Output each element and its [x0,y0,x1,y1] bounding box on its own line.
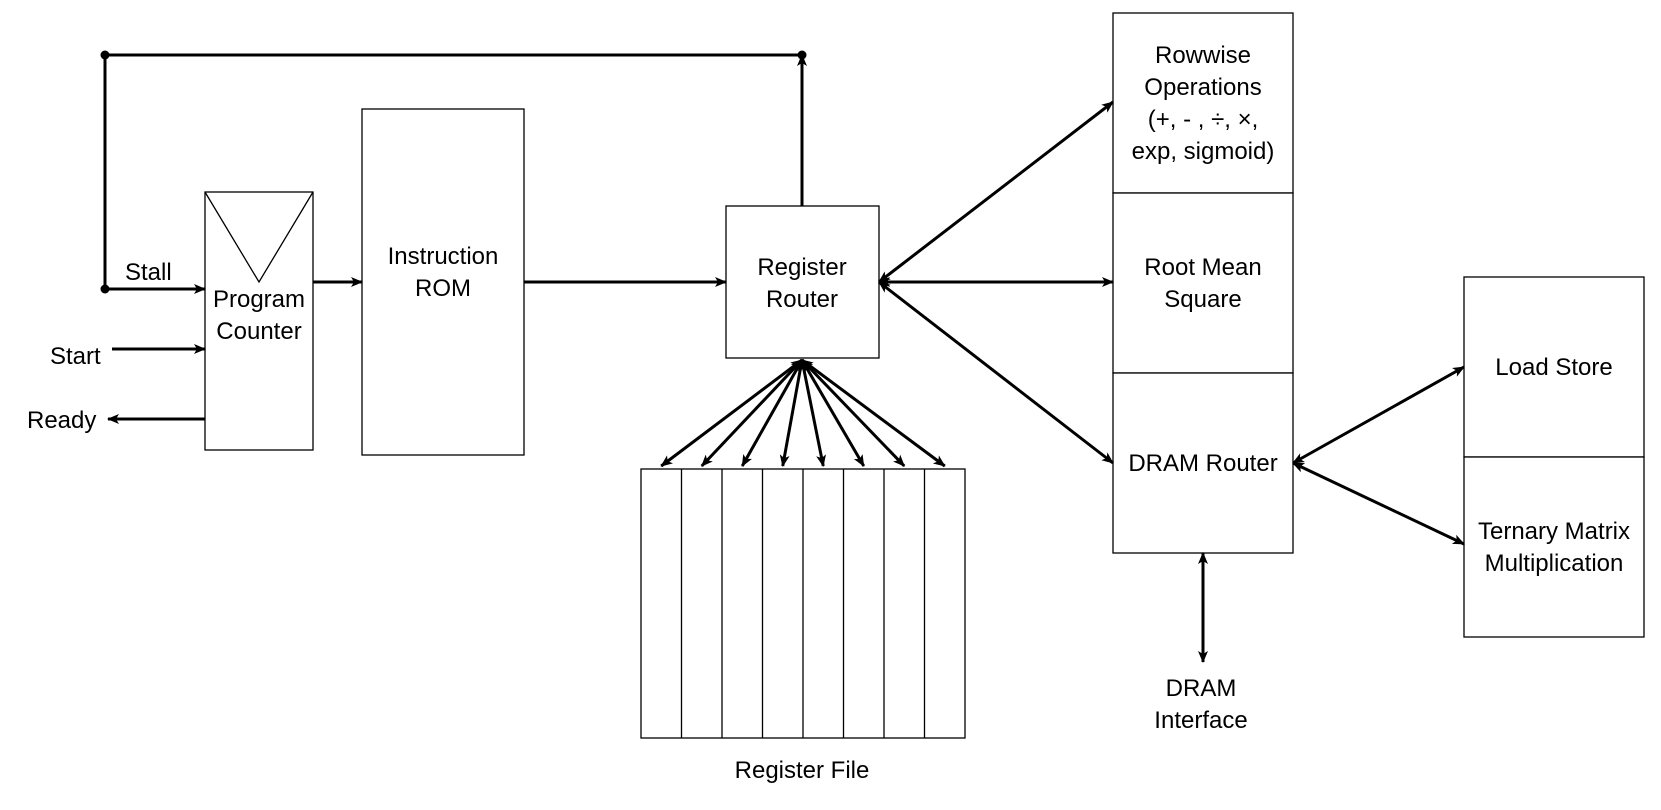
program-counter-block: Program Counter [204,191,314,451]
router-to-units-arrows [878,100,1114,465]
ternary-matrix-label-1: Ternary Matrix [1478,518,1630,545]
register-file-block: Register File [640,468,966,784]
rowwise-operations-label-2: Operations [1144,74,1261,101]
dram-load-store-arrow [1292,365,1465,465]
register-router-label-1: Register [757,254,846,281]
root-mean-square-box [1112,192,1294,374]
register-router-label-2: Router [766,286,838,313]
root-mean-square-label-1: Root Mean [1144,254,1261,281]
dram-interface-label-2: Interface [1154,707,1247,734]
rowwise-operations-box [1112,12,1294,194]
router-rowwise-arrow [878,100,1114,284]
root-mean-square-label-2: Square [1164,286,1241,313]
program-counter-box [204,191,314,451]
dram-interface-label-1: DRAM [1166,675,1237,702]
router-to-register-file-arrows [660,358,946,468]
dram-interface-label-group: DRAM Interface [1154,675,1247,734]
execution-units-column: Rowwise Operations (+, - , ÷, ×, exp, si… [1112,12,1294,554]
instruction-rom-block: Instruction ROM [361,108,525,456]
register-router-box [725,205,880,359]
stall-feedback-loop [100,50,807,294]
register-file-label: Register File [735,757,870,784]
dram-router-to-memory-arrows [1292,365,1465,546]
router-register-arrow [801,358,946,468]
junction-dot [797,50,807,60]
router-register-arrow [779,359,805,467]
ternary-matrix-label-2: Multiplication [1485,550,1624,577]
register-router-block: Register Router [725,205,880,359]
memory-units-column: Load Store Ternary Matrix Multiplication [1463,276,1645,638]
rowwise-operations-label-4: exp, sigmoid) [1132,138,1275,165]
load-store-label: Load Store [1495,354,1612,381]
register-file-cell-dividers [680,469,926,738]
ternary-matrix-multiplication-box [1463,456,1645,638]
start-label: Start [50,343,101,370]
instruction-rom-label-1: Instruction [388,243,499,270]
ready-label: Ready [27,407,96,434]
instruction-rom-label-2: ROM [415,275,471,302]
program-counter-label-1: Program [213,286,305,313]
junction-dot [100,284,110,294]
instruction-rom-box [361,108,525,456]
load-store-box [1463,276,1645,458]
router-dram-router-arrow [878,280,1114,465]
program-counter-label-2: Counter [216,318,301,345]
rowwise-operations-label-3: (+, - , ÷, ×, [1148,106,1259,133]
clock-triangle-icon [204,191,314,284]
dram-router-label: DRAM Router [1128,450,1277,477]
rowwise-operations-label-1: Rowwise [1155,42,1251,69]
router-register-arrow [660,358,803,468]
stall-label: Stall [125,259,172,286]
dram-ternary-arrow [1292,461,1465,546]
junction-dot [100,50,110,60]
